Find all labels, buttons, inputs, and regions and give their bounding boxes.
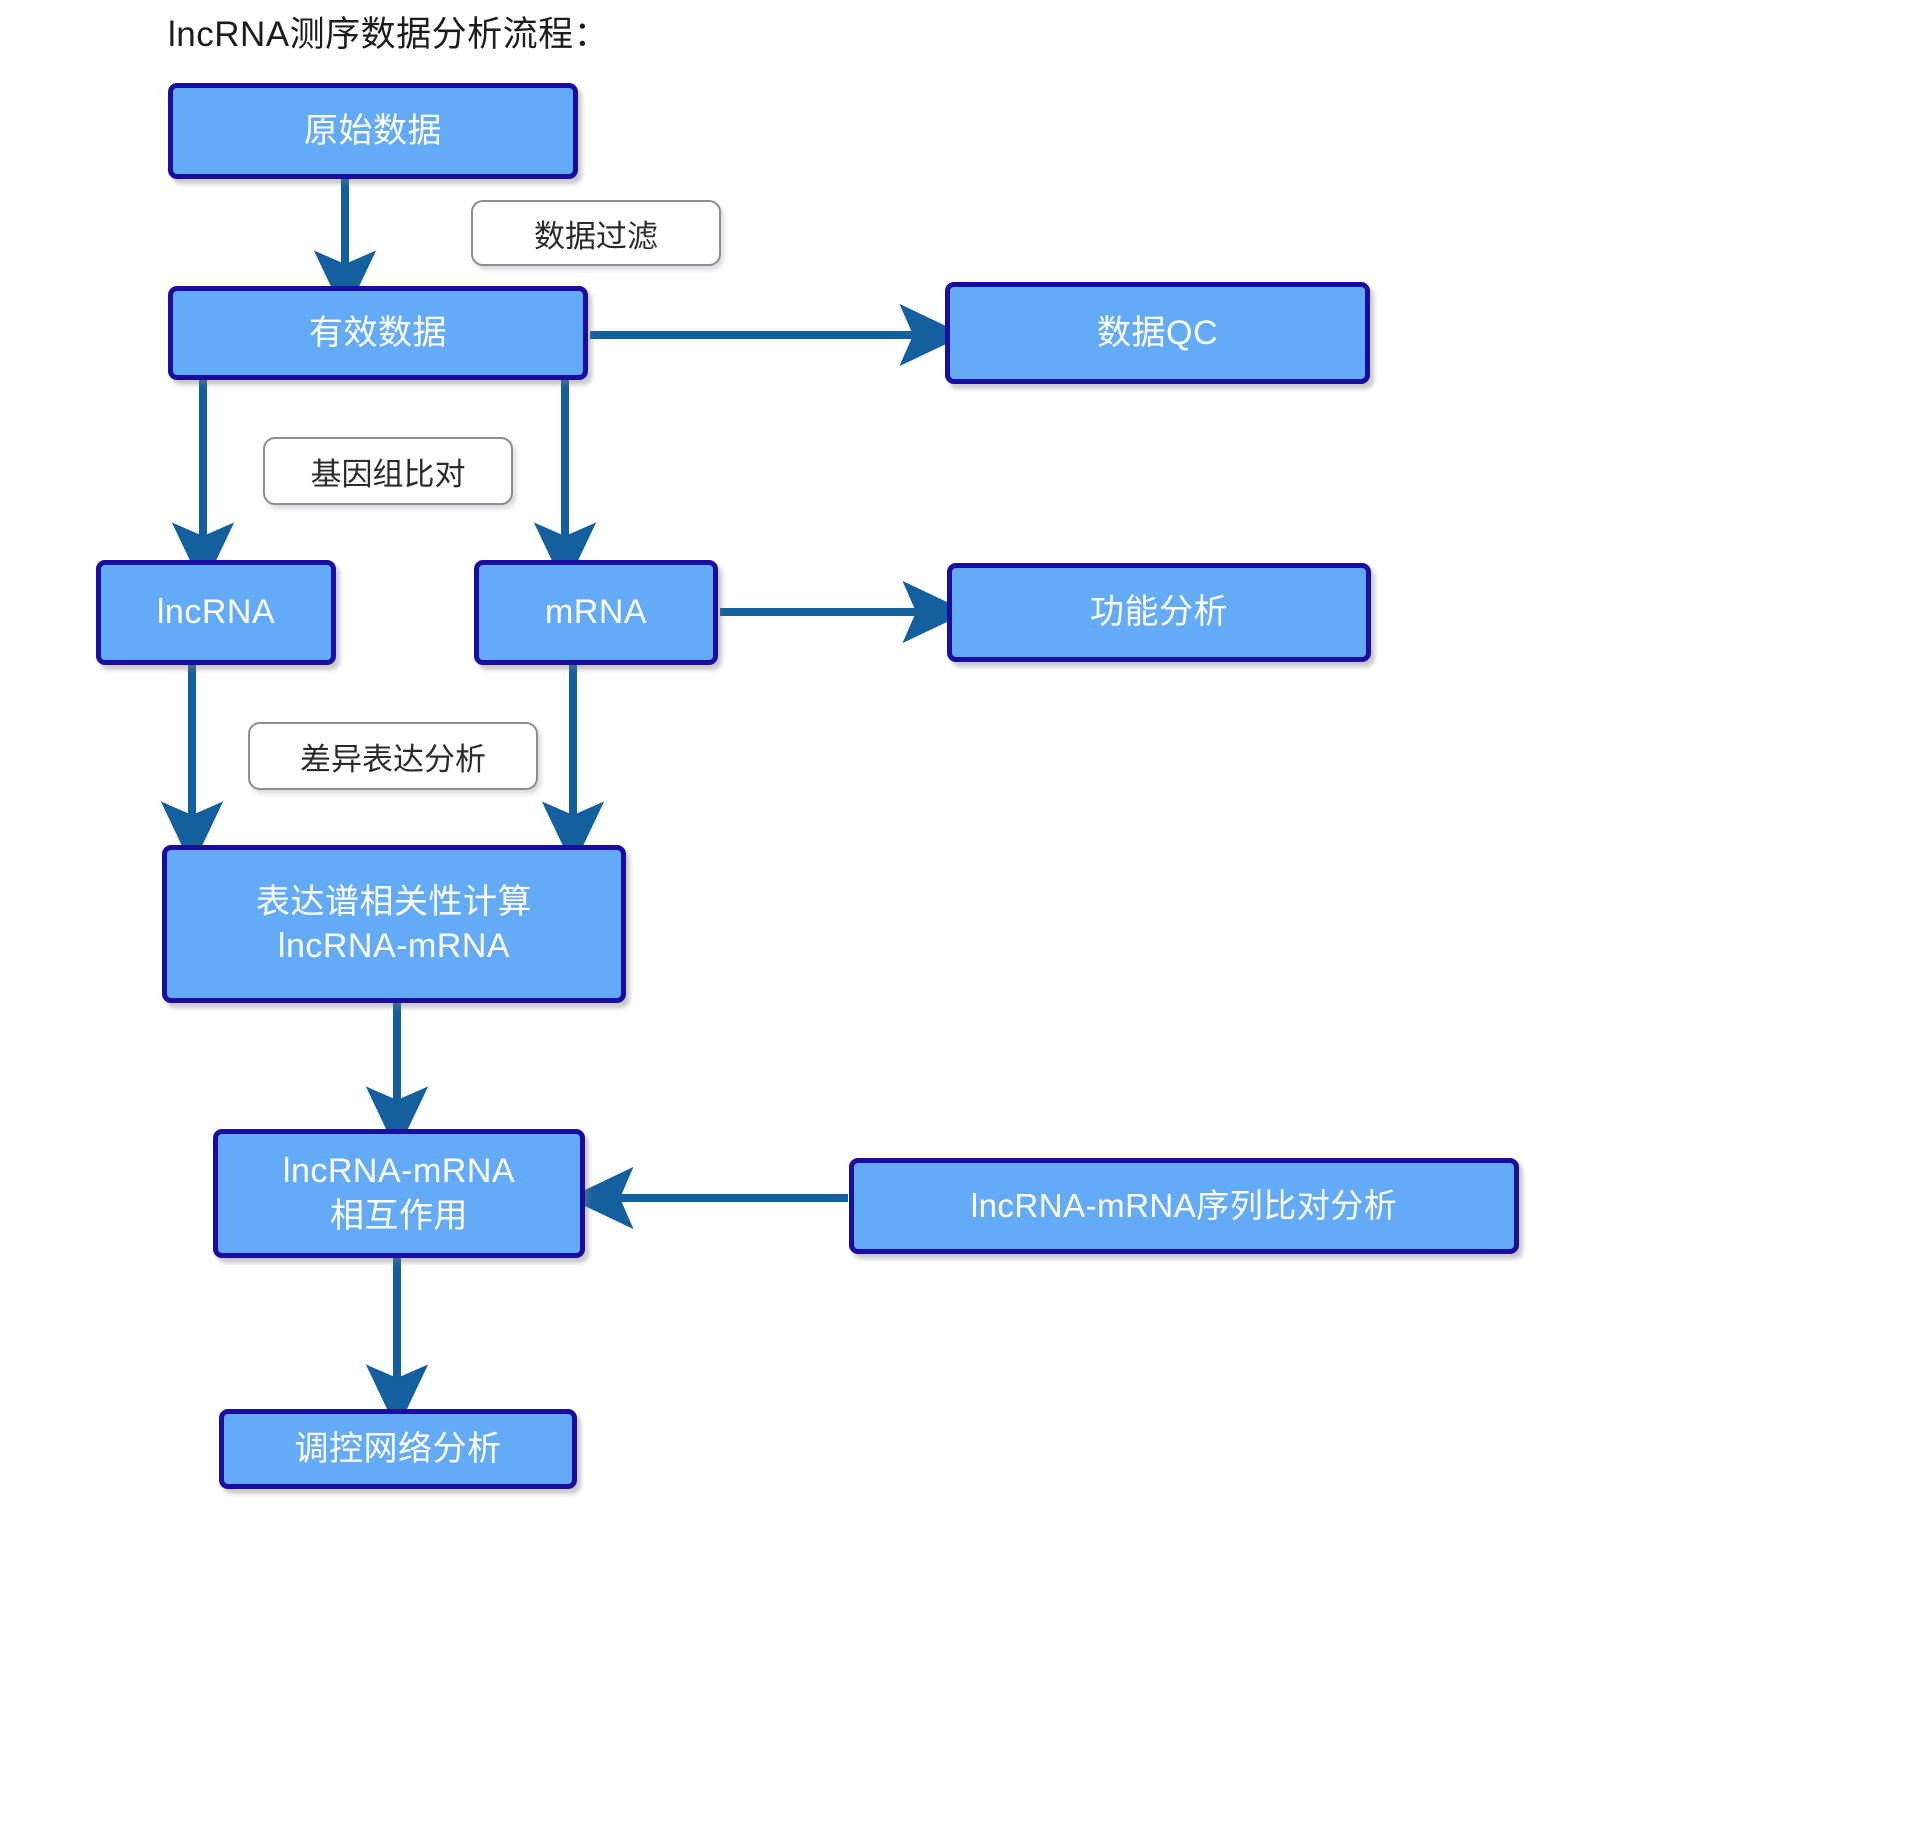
node-sequence-alignment-analysis[interactable]: lncRNA-mRNA序列比对分析 xyxy=(849,1158,1519,1254)
node-data-qc[interactable]: 数据QC xyxy=(945,282,1370,384)
node-function-analysis[interactable]: 功能分析 xyxy=(947,563,1371,662)
node-lncrna[interactable]: lncRNA xyxy=(96,560,336,665)
node-raw-data[interactable]: 原始数据 xyxy=(168,83,578,179)
node-clean-data[interactable]: 有效数据 xyxy=(168,286,588,380)
page-title: lncRNA测序数据分析流程： xyxy=(168,15,610,54)
node-lncrna-mrna-interaction[interactable]: lncRNA-mRNA 相互作用 xyxy=(213,1129,585,1258)
node-expression-correlation[interactable]: 表达谱相关性计算 lncRNA-mRNA xyxy=(162,845,626,1003)
edge-label-data-filter[interactable]: 数据过滤 xyxy=(471,200,721,266)
edge-label-genome-alignment[interactable]: 基因组比对 xyxy=(263,437,513,505)
node-regulatory-network-analysis[interactable]: 调控网络分析 xyxy=(219,1409,577,1489)
edge-label-differential-expression[interactable]: 差异表达分析 xyxy=(248,722,538,790)
node-mrna[interactable]: mRNA xyxy=(474,560,718,665)
